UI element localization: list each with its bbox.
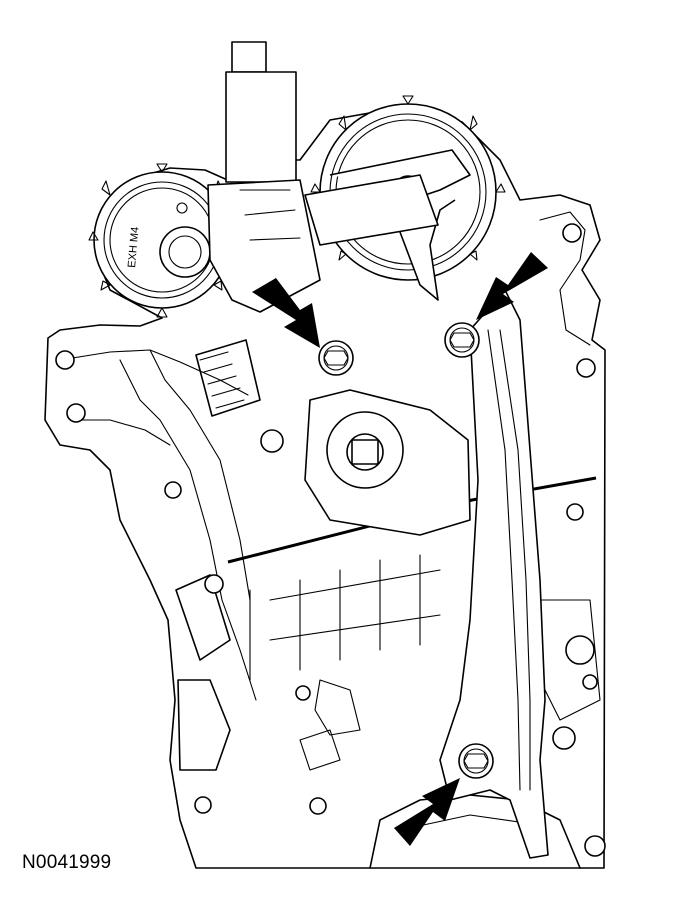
callout-arrow-upper-right <box>476 252 548 320</box>
idler-hub <box>304 389 471 536</box>
bolt-lower <box>458 743 494 779</box>
bolt-upper-left <box>318 340 354 376</box>
callout-arrow-lower <box>394 778 460 846</box>
vct-solenoid <box>207 41 439 313</box>
parting-line <box>227 476 597 564</box>
callout-arrow-upper-left <box>252 278 320 348</box>
figure-id-label: N0041999 <box>22 852 112 873</box>
sprocket-marking: EXH M4 <box>126 226 142 268</box>
bolt-upper-right <box>444 322 480 358</box>
tensioner-spring <box>195 339 261 417</box>
timing-chain-guide <box>439 289 549 859</box>
block-details <box>55 223 601 815</box>
